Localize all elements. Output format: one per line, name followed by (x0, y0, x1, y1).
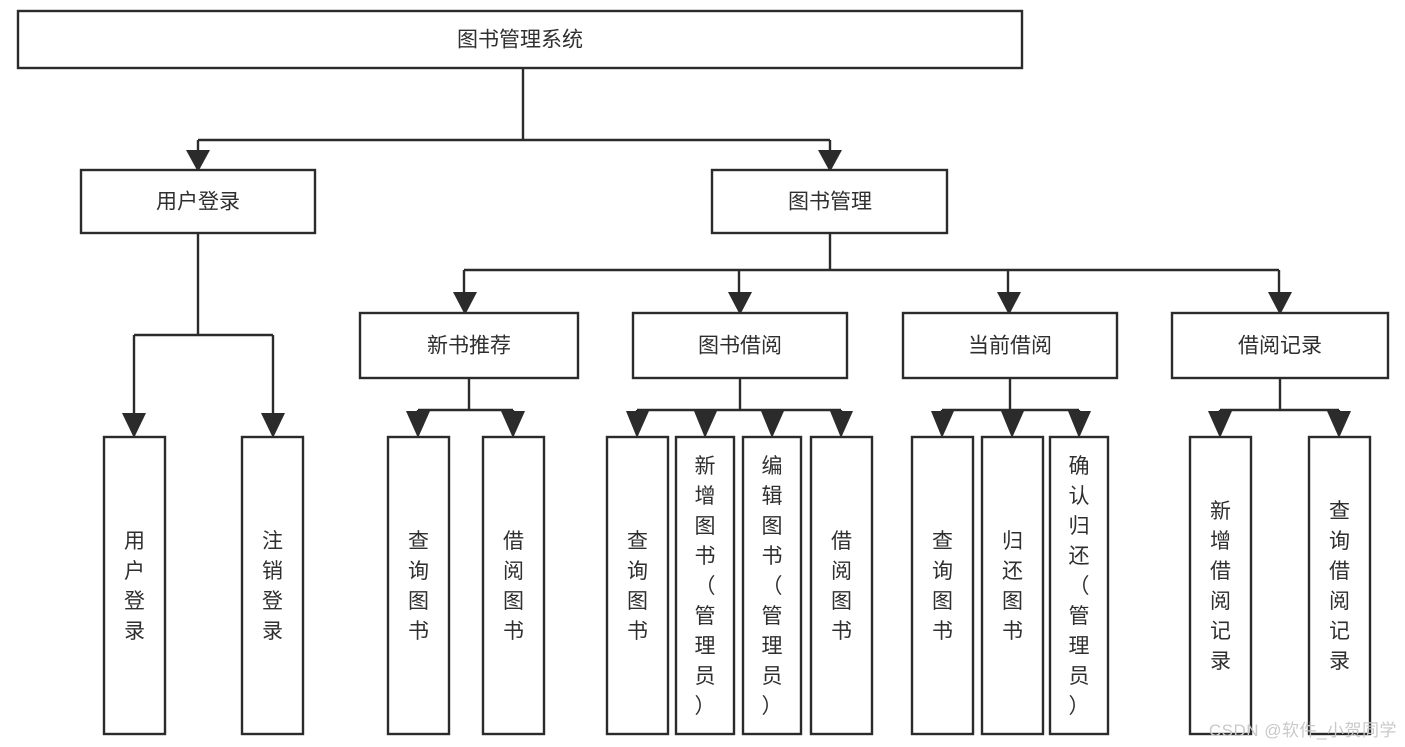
leaf-borrow-book-2-label: 借阅图书 (831, 530, 852, 643)
leaf-confirm-return-box[interactable] (1048, 435, 1110, 736)
node-borrow-record-label: 借阅记录 (1238, 335, 1322, 358)
leaf-query-book-3-box[interactable] (910, 435, 975, 736)
leaf-query-book-3[interactable]: 查询图书 (910, 435, 975, 736)
node-book-manage-box[interactable] (710, 168, 949, 235)
leaf-borrow-book-2[interactable]: 借阅图书 (809, 435, 874, 736)
arrow-to-user-login (186, 150, 210, 172)
leaf-user-login[interactable]: 用户登录 (102, 435, 167, 736)
arrow-to-leaf-user-logout (261, 413, 285, 438)
leaf-add-book-label: 新增图书（管理员） (695, 455, 716, 718)
leaf-return-book-box[interactable] (980, 435, 1045, 736)
leaf-user-logout[interactable]: 注销登录 (240, 435, 305, 736)
leaf-user-login-label: 用户登录 (124, 530, 145, 643)
node-book-manage[interactable]: 图书管理 (710, 168, 949, 235)
node-root-box[interactable] (16, 9, 1024, 70)
arrow-to-leaf-confirm-return (1068, 411, 1091, 438)
node-current-borrow[interactable]: 当前借阅 (901, 311, 1119, 380)
arrow-to-leaf-borrow-book-1 (501, 411, 525, 438)
leaf-return-book[interactable]: 归还图书 (980, 435, 1045, 736)
arrow-to-current-borrow (997, 292, 1021, 315)
leaf-edit-book-label: 编辑图书（管理员） (762, 455, 783, 718)
leaf-query-book-2[interactable]: 查询图书 (605, 435, 670, 736)
leaf-user-logout-box[interactable] (240, 435, 305, 736)
arrow-to-leaf-query-record (1327, 411, 1351, 438)
arrow-to-leaf-return-book (1001, 411, 1024, 438)
leaf-node-layer: 用户登录 注销登录 查询图书 借阅图书 查询图书 新增图书（管理员） 编辑图书（管理员） 借阅… (102, 435, 1372, 736)
arrow-to-leaf-user-login (122, 413, 146, 438)
node-current-borrow-label: 当前借阅 (968, 335, 1052, 358)
arrow-to-new-book-rec (453, 292, 477, 315)
arrow-to-leaf-query-book-2 (626, 411, 649, 438)
leaf-query-book-1-label: 查询图书 (408, 530, 429, 643)
arrowhead-layer (122, 150, 1351, 438)
leaf-query-record[interactable]: 查询借阅记录 (1307, 435, 1372, 736)
node-layer: 图书管理系统 用户登录 图书管理 新书推荐 图书借阅 (16, 9, 1390, 736)
node-borrow-record-box[interactable] (1170, 311, 1390, 380)
leaf-confirm-return-label: 确认归还（管理员） (1069, 455, 1090, 718)
leaf-query-book-1-box[interactable] (386, 435, 451, 736)
node-borrow-record[interactable]: 借阅记录 (1170, 311, 1390, 380)
leaf-query-record-label: 查询借阅记录 (1329, 500, 1350, 673)
leaf-add-record[interactable]: 新增借阅记录 (1188, 435, 1253, 736)
leaf-add-book-box[interactable] (674, 435, 736, 736)
node-root-label: 图书管理系统 (457, 29, 583, 52)
leaf-add-book[interactable]: 新增图书（管理员） (674, 435, 736, 736)
node-new-book-rec-label: 新书推荐 (427, 335, 511, 358)
leaf-query-record-box[interactable] (1307, 435, 1372, 736)
node-user-login-box[interactable] (79, 168, 317, 235)
leaf-edit-book[interactable]: 编辑图书（管理员） (741, 435, 803, 736)
node-book-borrow[interactable]: 图书借阅 (631, 311, 849, 380)
node-book-borrow-box[interactable] (631, 311, 849, 380)
leaf-return-book-label: 归还图书 (1002, 530, 1023, 643)
node-new-book-rec-box[interactable] (358, 311, 580, 380)
leaf-add-record-label: 新增借阅记录 (1210, 500, 1231, 673)
node-book-manage-label: 图书管理 (788, 191, 872, 214)
leaf-query-book-1[interactable]: 查询图书 (386, 435, 451, 736)
arrow-to-book-borrow (728, 292, 752, 315)
leaf-borrow-book-1-box[interactable] (481, 435, 546, 736)
leaf-borrow-book-2-box[interactable] (809, 435, 874, 736)
leaf-user-logout-label: 注销登录 (262, 530, 283, 643)
leaf-user-login-box[interactable] (102, 435, 167, 736)
arrow-to-leaf-edit-book (761, 411, 784, 438)
node-user-login-label: 用户登录 (156, 191, 240, 214)
node-root[interactable]: 图书管理系统 (16, 9, 1024, 70)
node-user-login[interactable]: 用户登录 (79, 168, 317, 235)
arrow-to-book-manage (818, 150, 842, 172)
node-current-borrow-box[interactable] (901, 311, 1119, 380)
leaf-edit-book-box[interactable] (741, 435, 803, 736)
arrow-to-borrow-record (1268, 292, 1292, 315)
leaf-query-book-3-label: 查询图书 (932, 530, 953, 643)
arrow-to-leaf-add-book (694, 411, 717, 438)
leaf-confirm-return[interactable]: 确认归还（管理员） (1048, 435, 1110, 736)
leaf-borrow-book-1[interactable]: 借阅图书 (481, 435, 546, 736)
arrow-to-leaf-query-book-3 (931, 411, 954, 438)
leaf-add-record-box[interactable] (1188, 435, 1253, 736)
arrow-to-leaf-add-record (1208, 411, 1232, 438)
arrow-to-leaf-query-book-1 (406, 411, 430, 438)
arrow-to-leaf-borrow-book-2 (830, 411, 853, 438)
leaf-borrow-book-1-label: 借阅图书 (503, 530, 524, 643)
node-book-borrow-label: 图书借阅 (698, 335, 782, 358)
leaf-query-book-2-label: 查询图书 (627, 530, 648, 643)
leaf-query-book-2-box[interactable] (605, 435, 670, 736)
node-new-book-rec[interactable]: 新书推荐 (358, 311, 580, 380)
